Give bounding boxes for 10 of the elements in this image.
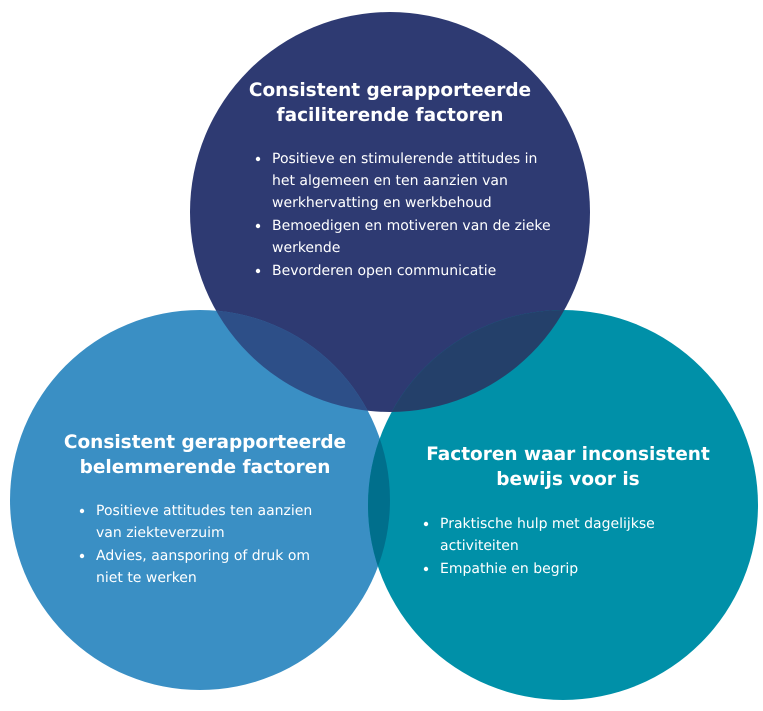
circle-heading: Consistent gerapporteerde belemmerende factoren [62,431,348,480]
bullet-item: Empathie en begrip [440,560,580,579]
bullet-item: Advies, aansporing of druk om niet te werken [96,547,312,588]
bullet-item: Positieve attitudes ten aanzien van ziekteverzuim [96,502,314,543]
circle-heading: Consistent gerapporteerde faciliterende factoren [248,79,532,128]
bullet-item: Bemoedigen en motiveren van de zieke werkende [272,217,552,258]
bullet-item: Bevorderen open communicatie [272,262,498,281]
bullet-item: Praktische hulp met dagelijkse activiteiten [440,515,656,556]
circle-heading: Factoren waar inconsistent bewijs voor is [425,443,711,492]
bullet-item: Positieve en stimulerende attitudes in het algemeen en ten aanzien van werkhervatting en werkbehoud [272,150,538,213]
